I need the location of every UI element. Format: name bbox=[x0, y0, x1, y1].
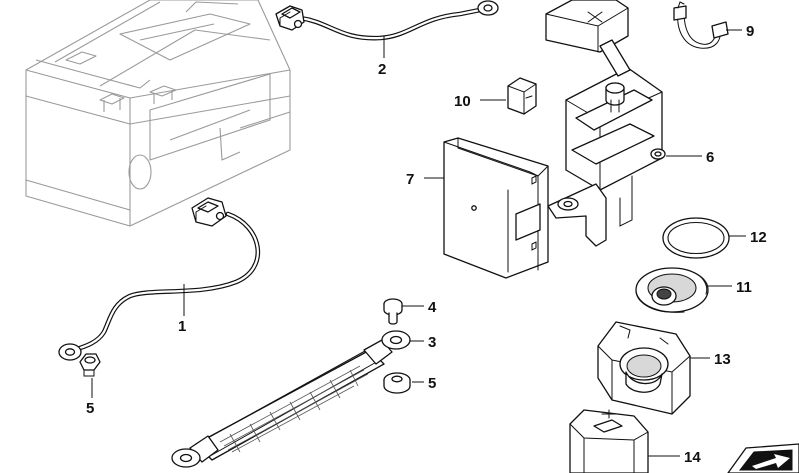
callout-12: 12 bbox=[750, 229, 767, 246]
callout-13: 13 bbox=[714, 351, 731, 368]
page-corner-arrow-icon bbox=[727, 443, 799, 473]
callout-4: 4 bbox=[428, 299, 437, 316]
terminal-cap bbox=[569, 409, 649, 473]
callout-5-left: 5 bbox=[86, 400, 94, 417]
grommet bbox=[635, 267, 709, 313]
positive-battery-cable bbox=[275, 0, 499, 41]
callout-6: 6 bbox=[706, 149, 714, 166]
callout-11: 11 bbox=[736, 279, 752, 296]
negative-battery-cable bbox=[58, 197, 261, 361]
cover-plate bbox=[443, 137, 549, 279]
leader-lines bbox=[91, 29, 746, 457]
nut-left bbox=[79, 353, 101, 377]
callout-5-right: 5 bbox=[428, 375, 436, 392]
ground-strap bbox=[171, 330, 411, 468]
top-terminal-cap bbox=[545, 0, 631, 77]
nut-right bbox=[383, 372, 411, 394]
rubber-block bbox=[507, 77, 537, 115]
callout-10: 10 bbox=[454, 93, 471, 110]
callout-9: 9 bbox=[746, 23, 754, 40]
callout-14: 14 bbox=[684, 449, 701, 466]
callout-3: 3 bbox=[428, 334, 436, 351]
wire-harness-clip bbox=[673, 1, 729, 49]
terminal-holder bbox=[597, 321, 691, 415]
callout-7: 7 bbox=[406, 171, 414, 188]
callout-2: 2 bbox=[378, 61, 386, 78]
battery bbox=[25, 0, 291, 227]
callout-1: 1 bbox=[178, 318, 186, 335]
callout-labels: 1 2 3 4 5 5 6 7 9 10 11 12 13 14 bbox=[86, 23, 767, 466]
sealing-ring bbox=[662, 217, 730, 259]
positive-terminal-bracket bbox=[547, 67, 666, 247]
bolt bbox=[383, 298, 403, 325]
